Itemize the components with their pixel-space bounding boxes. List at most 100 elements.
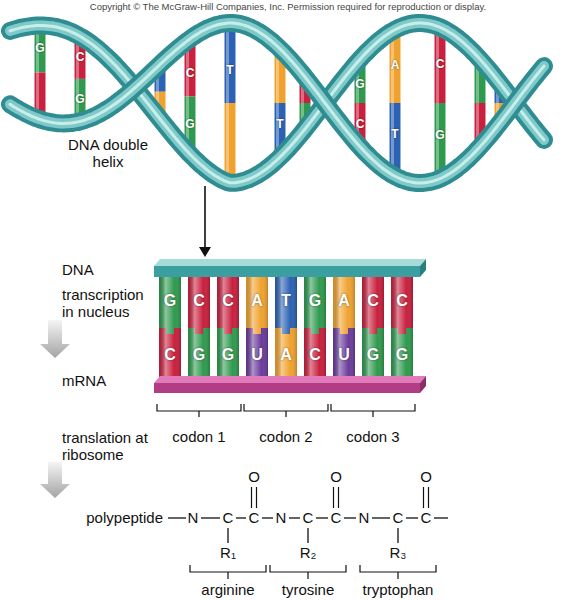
single-bond	[236, 517, 246, 518]
process-arrow	[40, 320, 70, 358]
atom-symbol: C	[331, 509, 342, 526]
row-label: mRNA	[62, 372, 106, 389]
helix-backbone-shine	[10, 23, 544, 183]
row-label: polypeptide	[86, 509, 163, 526]
single-bond	[372, 517, 390, 518]
column-shine	[159, 277, 181, 379]
helix-base-letter: C	[436, 58, 445, 72]
mrna-bar-front	[154, 383, 420, 393]
zoom-arrow	[204, 186, 206, 249]
rung-highlight	[391, 30, 394, 177]
amino-acid-bracket	[190, 565, 266, 579]
atom-symbol: N	[359, 509, 370, 526]
rung-highlight	[276, 49, 279, 157]
column-shine	[304, 277, 326, 379]
double-bond	[428, 487, 429, 508]
polypeptide-bonds	[168, 487, 448, 543]
helix-backbone	[10, 23, 544, 183]
codon-label: codon 2	[259, 428, 312, 445]
dna-mrna-model	[154, 259, 426, 393]
double-bond	[333, 487, 334, 508]
helix-backbone	[10, 23, 544, 183]
mrna-bar-top	[154, 376, 426, 383]
helix-backbone	[10, 23, 544, 183]
helix-caption: DNA double helix	[66, 136, 150, 171]
helix-base-letter: T	[276, 118, 283, 132]
dna-base-letter: C	[367, 292, 379, 310]
mrna-base-letter: U	[338, 346, 350, 364]
dna-base-letter: A	[338, 292, 350, 310]
mrna-base-letter: G	[222, 346, 234, 364]
helix-base-letter: T	[226, 64, 233, 78]
dna-base-letter: C	[222, 292, 234, 310]
mrna-base-letter: G	[367, 346, 379, 364]
mrna-base-letter: G	[193, 346, 205, 364]
mrna-base-letter: U	[251, 346, 263, 364]
dna-base-letter: A	[251, 292, 263, 310]
helix-base-letter: C	[356, 118, 365, 132]
side-chain-symbol: R₂	[300, 544, 317, 561]
zoom-arrowhead	[199, 247, 211, 257]
column-shine	[246, 277, 268, 379]
rung-highlight	[226, 23, 229, 183]
mrna-bar-side	[420, 376, 426, 393]
atom-symbol: C	[421, 509, 432, 526]
mrna-base-letter: C	[164, 346, 176, 364]
dna-bar-side	[420, 259, 426, 277]
column-shine	[217, 277, 239, 379]
codon-bracket	[244, 404, 328, 417]
codon-label: codon 1	[172, 428, 225, 445]
atom-symbol: C	[303, 509, 314, 526]
single-bond	[168, 517, 186, 518]
helix-base-letter: C	[76, 51, 85, 65]
codon-bracket	[331, 404, 415, 417]
single-bond	[434, 517, 448, 518]
column-shine	[333, 277, 355, 379]
side-chain-bond	[227, 528, 228, 543]
atom-symbol: C	[223, 509, 234, 526]
rung-highlight	[76, 36, 79, 121]
dna-base-letter: T	[281, 292, 291, 310]
helix-base-letter: G	[35, 42, 44, 56]
column-shine	[391, 277, 413, 379]
atom-symbol: C	[249, 509, 260, 526]
mrna-base-letter: G	[396, 346, 408, 364]
mrna-base-letter: C	[309, 346, 321, 364]
single-bond	[262, 517, 273, 518]
single-bond	[344, 517, 356, 518]
side-chain-symbol: R₁	[220, 544, 236, 561]
copyright-note: Copyright © The McGraw-Hill Companies, I…	[90, 2, 486, 13]
helix-base-letter: G	[435, 129, 444, 143]
side-chain-symbol: R₃	[390, 544, 407, 561]
single-bond	[406, 517, 418, 518]
helix-base-letter: G	[355, 79, 364, 93]
helix-backbone	[10, 23, 544, 183]
double-bond	[423, 487, 424, 508]
column-shine	[362, 277, 384, 379]
side-chain-bond	[397, 528, 398, 543]
single-bond	[316, 517, 328, 518]
helix-base-letter: C	[186, 67, 195, 81]
mrna-base-letter: A	[280, 346, 292, 364]
dna-base-letter: C	[193, 292, 205, 310]
rung-highlight	[436, 27, 439, 178]
amino-acid-name: tryptophan	[363, 581, 434, 598]
helix-base-letter: G	[185, 118, 194, 132]
double-bond	[256, 487, 257, 508]
atom-symbol: O	[330, 468, 342, 485]
helix-base-letter: T	[391, 128, 398, 142]
atom-symbol: N	[188, 509, 199, 526]
atom-symbol: O	[248, 468, 260, 485]
helix-base-letter: A	[391, 59, 400, 73]
process-arrow	[40, 462, 70, 498]
amino-acid-bracket	[270, 565, 346, 579]
dna-base-letter: G	[164, 292, 176, 310]
double-bond	[251, 487, 252, 508]
amino-acid-bracket	[360, 565, 436, 579]
process-label: transcription in nucleus	[62, 286, 158, 321]
process-label: translation at ribosome	[62, 429, 152, 464]
codon-label: codon 3	[346, 428, 399, 445]
side-chain-bond	[307, 528, 308, 543]
atom-symbol: O	[420, 468, 432, 485]
